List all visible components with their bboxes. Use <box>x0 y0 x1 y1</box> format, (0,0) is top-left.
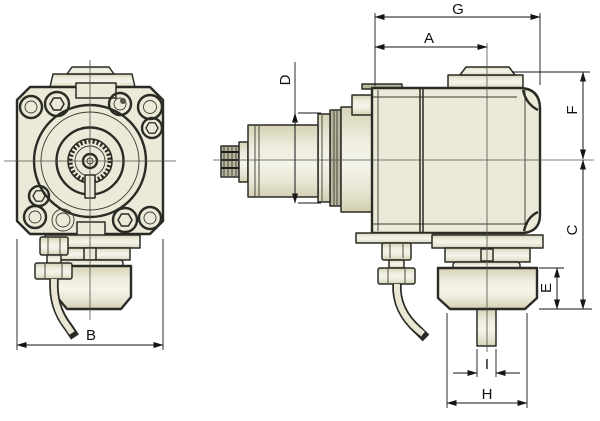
drive-cylinder <box>247 124 319 198</box>
side-step-block <box>351 94 374 116</box>
front-screws <box>18 90 164 234</box>
pin-hole <box>107 91 133 117</box>
hex-socket-screw <box>111 206 139 234</box>
front-clamp-block <box>75 82 117 99</box>
dim-label-f: F <box>564 105 581 114</box>
dim-label-i: I <box>485 356 489 373</box>
dimension-D: D <box>277 62 321 204</box>
dim-label-d: D <box>277 74 294 85</box>
front-spindle-flange <box>44 234 141 311</box>
dim-label-h: H <box>482 386 493 403</box>
dimension-I: I <box>453 349 520 377</box>
side-under-plate <box>355 232 434 244</box>
screw-hole <box>18 94 44 120</box>
side-collet-nut <box>436 266 539 311</box>
screw-hole <box>22 204 48 230</box>
dim-label-e: E <box>538 283 555 293</box>
input-drive <box>220 83 403 213</box>
dimension-H: H <box>446 313 528 408</box>
side-view: G A D F C E <box>213 1 594 408</box>
side-body <box>370 86 542 235</box>
side-body-details <box>373 88 539 233</box>
shaft-collar <box>238 141 249 183</box>
corner-fillet <box>522 210 539 232</box>
dimension-G: G <box>374 1 541 86</box>
hex-socket-screw <box>140 116 164 140</box>
front-coolant-fitting <box>34 236 79 340</box>
dowel-hole <box>51 208 75 232</box>
hex-socket-screw <box>43 90 71 118</box>
dimension-A: A <box>374 30 488 50</box>
tool-shaft <box>476 308 497 347</box>
adapter-plate <box>340 106 373 213</box>
dimension-E: E <box>538 267 564 310</box>
dimension-B: B <box>16 239 164 350</box>
dimension-F: F <box>512 71 590 160</box>
side-spindle-flange <box>431 234 544 347</box>
flange-ring <box>317 113 331 203</box>
dim-label-b: B <box>86 327 96 344</box>
side-top-boss <box>447 66 524 89</box>
dim-label-a: A <box>424 30 434 47</box>
dimension-C: C <box>539 159 592 310</box>
dim-label-c: C <box>564 224 581 235</box>
flange-ring <box>329 109 342 207</box>
side-coolant-fitting <box>377 242 430 342</box>
dim-label-g: G <box>452 1 464 18</box>
corner-fillet <box>521 89 539 112</box>
front-view: B <box>4 60 176 350</box>
screw-hole <box>137 205 163 231</box>
front-top-boss <box>49 66 136 88</box>
